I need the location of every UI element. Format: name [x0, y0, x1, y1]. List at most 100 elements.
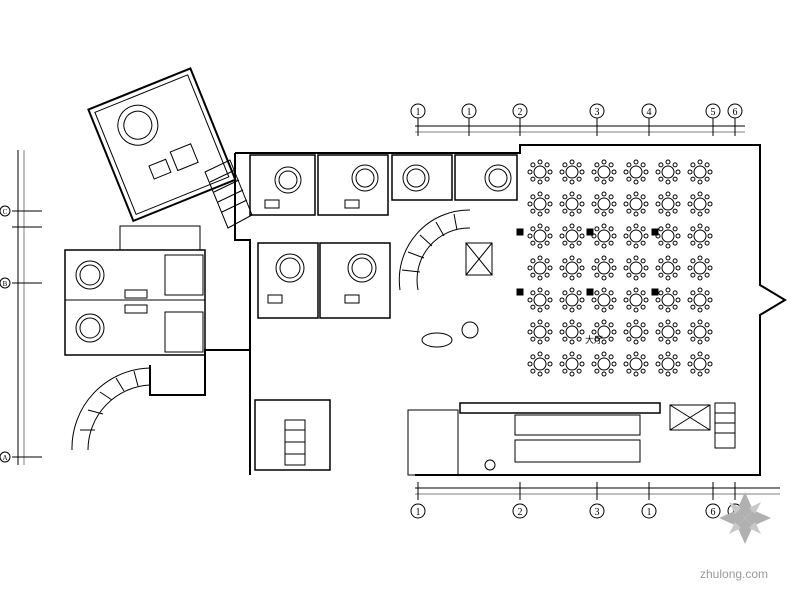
bottom-grid-bubble-4: 1	[641, 503, 657, 519]
hall-round-table	[655, 223, 681, 249]
hall-round-table	[591, 319, 617, 345]
bottom-dimension-line	[415, 482, 780, 500]
top-grid-bubble-7: 6	[727, 103, 743, 119]
hall-round-table	[527, 255, 553, 281]
hall-round-table	[623, 255, 649, 281]
structural-column	[586, 288, 594, 296]
grid-label: 4	[647, 107, 652, 118]
kitchen-area	[407, 402, 711, 476]
grid-label: 5	[711, 107, 716, 118]
main-dining-hall	[516, 159, 713, 377]
stair-right	[714, 402, 736, 449]
stair-rotated-room	[204, 159, 253, 229]
hall-round-table	[591, 191, 617, 217]
hall-round-table	[623, 351, 649, 377]
hall-round-table	[623, 287, 649, 313]
structural-column	[586, 228, 594, 236]
hall-round-table	[559, 319, 585, 345]
grid-label: 1	[647, 507, 652, 518]
curved-stair-center	[398, 209, 471, 291]
grid-label: 2	[518, 507, 523, 518]
hall-round-table	[591, 351, 617, 377]
hall-round-table	[623, 319, 649, 345]
hall-round-table	[623, 223, 649, 249]
hall-round-table	[559, 159, 585, 185]
structural-column	[651, 228, 659, 236]
hall-label: 大厅	[585, 334, 603, 346]
top-grid-bubble-6: 5	[705, 103, 721, 119]
hall-round-table	[527, 287, 553, 313]
elevator	[465, 242, 493, 276]
private-room-3	[391, 154, 453, 201]
hall-round-table	[527, 223, 553, 249]
hall-round-table	[687, 351, 713, 377]
hall-round-table	[623, 159, 649, 185]
hall-round-table	[591, 159, 617, 185]
grid-label: 3	[595, 107, 600, 118]
hall-round-table	[687, 159, 713, 185]
hall-round-table	[527, 351, 553, 377]
watermark-logo	[719, 492, 771, 544]
hall-round-table	[559, 351, 585, 377]
grid-label: 6	[733, 107, 738, 118]
grid-label: 3	[595, 507, 600, 518]
top-grid-bubble-2: 1	[461, 103, 477, 119]
left-grid-bubble-1: C	[0, 205, 11, 217]
hall-round-table	[687, 191, 713, 217]
structural-column	[516, 288, 524, 296]
toilet-block	[254, 399, 331, 471]
reception-area	[421, 321, 479, 348]
hall-round-table	[687, 255, 713, 281]
grid-label: 1	[467, 107, 472, 118]
top-grid-bubble-5: 4	[641, 103, 657, 119]
structural-column	[516, 228, 524, 236]
hall-round-table	[559, 287, 585, 313]
grid-label: B	[3, 280, 8, 288]
hall-round-table	[655, 255, 681, 281]
grid-label: C	[3, 208, 8, 216]
left-grid-bubble-3: A	[0, 451, 11, 463]
private-room-5	[257, 242, 319, 319]
bottom-grid-bubble-3: 3	[589, 503, 605, 519]
hall-round-table	[687, 223, 713, 249]
top-grid-bubble-3: 2	[512, 103, 528, 119]
top-dimension-line	[415, 118, 745, 136]
hall-round-table	[687, 287, 713, 313]
curved-stair-left	[71, 367, 151, 451]
private-room-2	[317, 154, 389, 216]
watermark-text: zhulong.com	[700, 567, 768, 581]
top-grid-bubble-4: 3	[589, 103, 605, 119]
private-room-4	[454, 154, 518, 201]
top-grid-bubble-1: 1	[410, 103, 426, 119]
building-outline	[149, 144, 787, 476]
hall-round-table	[655, 287, 681, 313]
bottom-grid-bubble-1: 1	[410, 503, 426, 519]
grid-label: 1	[416, 507, 421, 518]
hall-round-table	[559, 255, 585, 281]
hall-round-table	[559, 191, 585, 217]
hall-round-table	[559, 223, 585, 249]
hall-round-table	[655, 319, 681, 345]
private-room-1	[249, 154, 316, 216]
hall-round-table	[655, 191, 681, 217]
hall-round-table	[655, 351, 681, 377]
private-room-6	[319, 242, 391, 319]
bottom-grid-bubble-2: 2	[512, 503, 528, 519]
hall-round-table	[623, 191, 649, 217]
structural-column	[651, 288, 659, 296]
hall-round-table	[527, 319, 553, 345]
hall-round-table	[655, 159, 681, 185]
hall-round-table	[527, 159, 553, 185]
hall-round-table	[591, 223, 617, 249]
bottom-grid-bubble-5: 6	[705, 503, 721, 519]
hall-round-table	[687, 319, 713, 345]
hall-round-table	[591, 255, 617, 281]
grid-label: 2	[518, 107, 523, 118]
hall-round-table	[591, 287, 617, 313]
rotated-private-room	[87, 67, 237, 223]
left-dimension-line	[12, 150, 42, 465]
left-wing-rooms	[64, 225, 206, 356]
grid-label: A	[2, 454, 7, 462]
grid-label: 1	[416, 107, 421, 118]
